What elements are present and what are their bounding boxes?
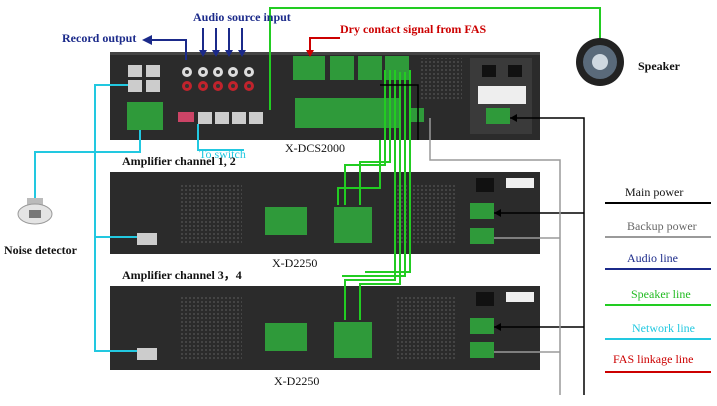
record-output-label: Record output <box>62 31 136 45</box>
legend-label: Audio line <box>627 251 678 265</box>
control-port <box>137 348 157 360</box>
legend-label: Speaker line <box>631 287 691 301</box>
control-port <box>137 233 157 245</box>
legend-item-audio-line: Audio line <box>605 251 711 270</box>
fas-linkage-wire <box>306 37 340 57</box>
amp-ch12-label: Amplifier channel 1, 2 <box>122 154 236 168</box>
amp1-model-label: X-D2250 <box>272 256 317 270</box>
fan-grill <box>420 58 462 100</box>
legend-item-backup-power: Backup power <box>605 219 711 238</box>
legend-label: FAS linkage line <box>613 352 693 366</box>
speaker-line-wires <box>269 7 601 320</box>
main-power-terminal <box>470 203 494 219</box>
network-line-wires <box>34 84 244 352</box>
amplifier-2-x-d2250 <box>110 286 540 370</box>
backup-power-terminal <box>470 342 494 358</box>
legend-item-speaker-line: Speaker line <box>605 287 711 306</box>
main-power-wires <box>380 84 585 395</box>
speaker-icon <box>576 38 624 86</box>
audio-arrowheads <box>142 35 246 57</box>
to-switch-label: To switch <box>199 147 246 161</box>
dry-contact-label: Dry contact signal from FAS <box>340 22 487 36</box>
speaker-output-terminal <box>334 322 372 358</box>
legend-label: Backup power <box>627 219 697 233</box>
amp2-model-label: X-D2250 <box>274 374 319 388</box>
input-terminal <box>265 207 307 235</box>
audio-line-wires <box>150 28 243 60</box>
main-power-terminal <box>470 318 494 334</box>
fan-grill <box>180 183 242 245</box>
amplifier-1-x-d2250 <box>110 172 540 254</box>
speaker-label: Speaker <box>638 59 681 73</box>
backup-power-terminal <box>470 228 494 244</box>
legend-item-main-power: Main power <box>605 185 711 204</box>
noise-detector-label: Noise detector <box>4 243 78 257</box>
legend-item-fas-linkage-line: FAS linkage line <box>605 352 711 373</box>
audio-source-input-label: Audio source input <box>193 10 291 24</box>
speaker-terminals <box>293 56 424 128</box>
noise-detector-icon <box>17 198 53 225</box>
legend-label: Main power <box>625 185 683 199</box>
main-power-arrows <box>494 114 517 331</box>
legend: Main power Backup power Audio line Speak… <box>605 185 711 373</box>
legend-item-network-line: Network line <box>605 321 711 340</box>
dip-switch <box>178 112 194 122</box>
legend-label: Network line <box>632 321 695 335</box>
fan-grill <box>395 297 457 359</box>
lan-ports <box>198 112 263 124</box>
speaker-output-terminal <box>334 207 372 243</box>
network-ports <box>128 65 160 92</box>
power-switch <box>476 178 494 192</box>
fan-grill <box>180 297 242 359</box>
amp-ch34-label: Amplifier channel 3，4 <box>122 268 242 282</box>
terminal-block <box>127 102 163 130</box>
rca-audio-jacks <box>182 67 254 91</box>
backup-power-wires <box>429 118 561 395</box>
input-terminal <box>265 323 307 351</box>
main-unit-model-label: X-DCS2000 <box>285 141 345 155</box>
main-unit-x-dcs2000 <box>110 52 540 140</box>
power-switch <box>476 292 494 306</box>
